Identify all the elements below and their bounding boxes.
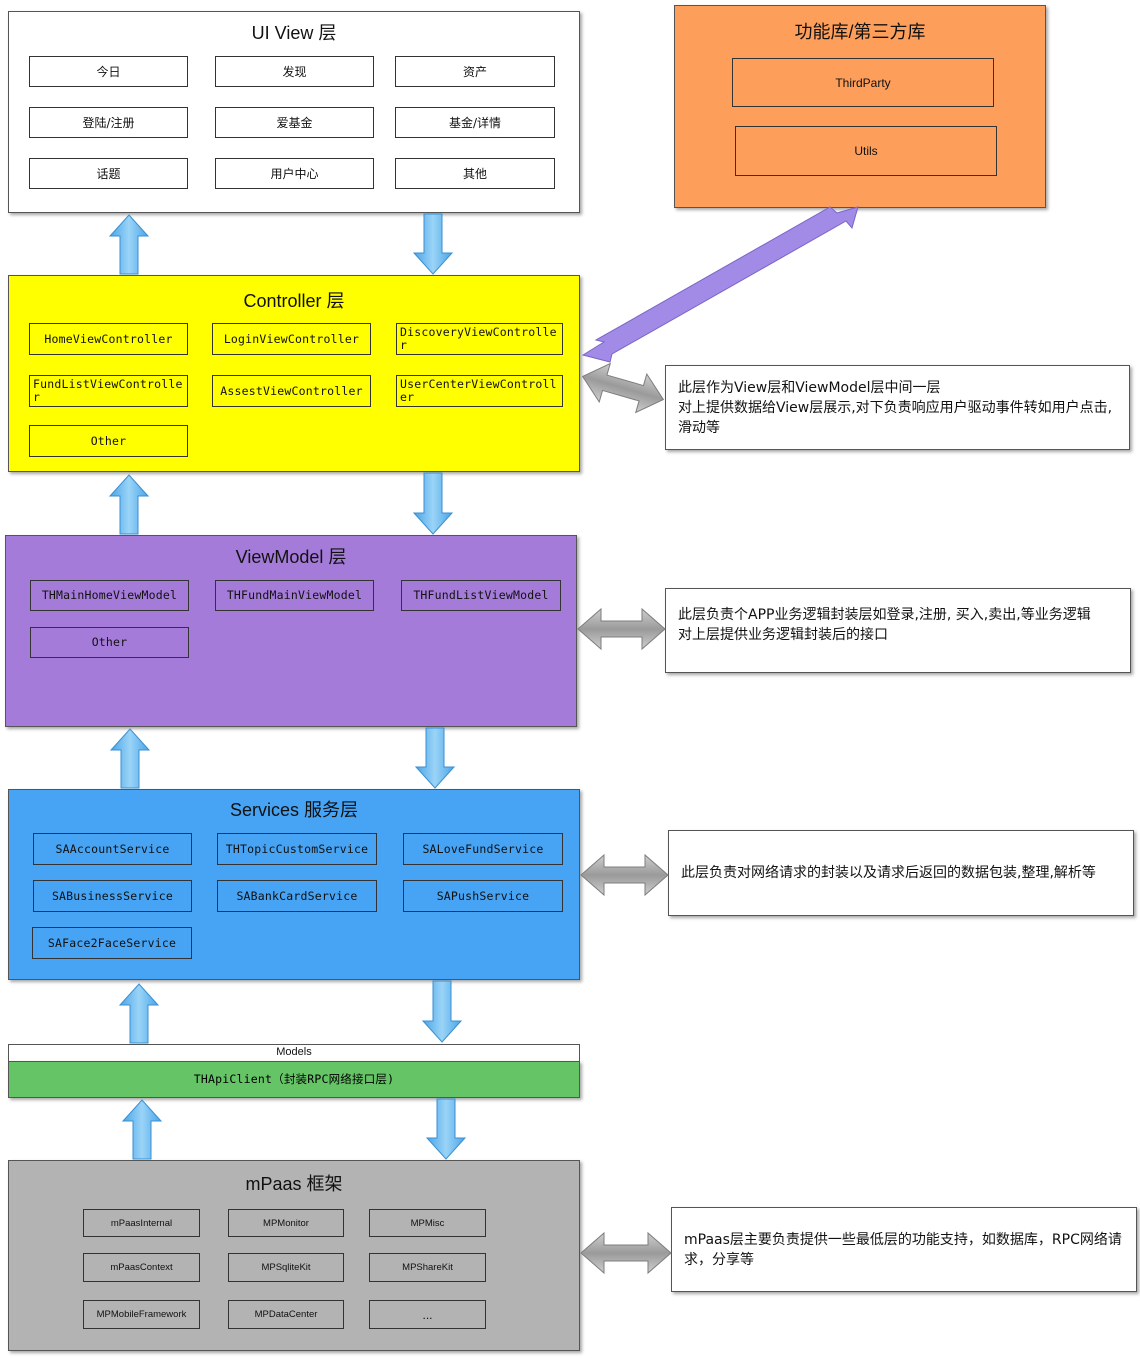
controller-layer: Controller 层 (8, 275, 580, 472)
models-bar: Models (8, 1044, 580, 1061)
services-item: SABankCardService (217, 880, 377, 912)
ui-view-title: UI View 层 (251, 23, 337, 43)
services-item: THTopicCustomService (217, 833, 377, 865)
mpaas-item: MPSqliteKit (228, 1253, 344, 1282)
double-arrow-icon (581, 362, 665, 414)
services-note-text: 此层负责对网络请求的封装以及请求后返回的数据包装,整理,解析等 (681, 865, 1096, 881)
ui-view-item: 用户中心 (215, 158, 374, 189)
services-item: SABusinessService (33, 880, 192, 912)
ui-view-item: 发现 (215, 56, 374, 87)
up-arrow-icon (118, 983, 160, 1044)
up-arrow-icon (108, 474, 150, 535)
ui-view-item: 资产 (395, 56, 555, 87)
ui-view-item: 话题 (29, 158, 188, 189)
mpaas-item: MPDataCenter (228, 1300, 344, 1329)
services-item: SAAccountService (33, 833, 192, 865)
up-arrow-icon (121, 1099, 163, 1160)
ui-view-item: 登陆/注册 (29, 107, 188, 138)
viewmodel-item: THFundMainViewModel (215, 580, 374, 611)
controller-item: UserCenterViewController (396, 375, 563, 407)
double-arrow-icon (580, 853, 669, 897)
up-arrow-icon (109, 728, 151, 789)
mpaas-item: MPMonitor (228, 1209, 344, 1237)
mpaas-item: MPMisc (369, 1209, 486, 1237)
viewmodel-note: 此层负责个APP业务逻辑封装层如登录,注册, 买入,卖出,等业务逻辑 对上层提供… (665, 588, 1131, 673)
controller-note-text: 此层作为View层和ViewModel层中间一层 对上提供数据给View层展示,… (678, 379, 1113, 436)
viewmodel-item: THMainHomeViewModel (30, 580, 189, 611)
controller-item: DiscoveryViewController (396, 323, 563, 355)
mpaas-layer: mPaas 框架 (8, 1160, 580, 1351)
viewmodel-layer: ViewModel 层 (5, 535, 577, 727)
mpaas-note-text: mPaas层主要负责提供一些最低层的功能支持，如数据库，RPC网络请求，分享等 (684, 1231, 1122, 1268)
ui-view-item: 今日 (29, 56, 188, 87)
ui-view-item: 基金/详情 (395, 107, 555, 138)
mpaas-item: MPShareKit (369, 1253, 486, 1282)
services-item: SALoveFundService (403, 833, 563, 865)
controller-item: HomeViewController (29, 323, 188, 355)
mpaas-note: mPaas层主要负责提供一些最低层的功能支持，如数据库，RPC网络请求，分享等 (671, 1207, 1137, 1292)
services-note: 此层负责对网络请求的封装以及请求后返回的数据包装,整理,解析等 (668, 830, 1134, 916)
apiclient-label: THApiClient（封装RPC网络接口层) (193, 1072, 395, 1086)
viewmodel-title: ViewModel 层 (235, 547, 347, 567)
viewmodel-item: Other (30, 627, 189, 658)
ui-view-item: 其他 (395, 158, 555, 189)
services-item: SAPushService (403, 880, 563, 912)
down-arrow-icon (421, 980, 463, 1043)
mpaas-item: mPaasInternal (83, 1209, 200, 1237)
controller-item: LoginViewController (212, 323, 371, 355)
viewmodel-note-text: 此层负责个APP业务逻辑封装层如登录,注册, 买入,卖出,等业务逻辑 对上层提供… (678, 607, 1091, 643)
controller-item: AssestViewController (212, 375, 371, 407)
down-arrow-icon (412, 213, 454, 275)
down-arrow-icon (414, 727, 456, 789)
mpaas-item: MPMobileFramework (83, 1300, 200, 1329)
third-party-title: 功能库/第三方库 (794, 22, 926, 42)
mpaas-title: mPaas 框架 (245, 1174, 343, 1194)
purple-double-arrow-icon (581, 206, 859, 363)
third-party-item: ThirdParty (732, 58, 994, 107)
apiclient-bar: THApiClient（封装RPC网络接口层) (8, 1061, 580, 1098)
services-layer: Services 服务层 (8, 789, 580, 980)
double-arrow-icon (580, 1231, 672, 1275)
ui-view-item: 爱基金 (215, 107, 374, 138)
double-arrow-icon (577, 607, 666, 651)
down-arrow-icon (412, 472, 454, 535)
services-title: Services 服务层 (229, 800, 359, 820)
mpaas-item: mPaasContext (83, 1253, 200, 1282)
viewmodel-item: THFundListViewModel (401, 580, 561, 611)
mpaas-item: ... (369, 1300, 486, 1329)
models-label: Models (276, 1046, 312, 1058)
controller-title: Controller 层 (243, 291, 345, 311)
controller-note: 此层作为View层和ViewModel层中间一层 对上提供数据给View层展示,… (665, 365, 1130, 450)
controller-item: Other (29, 425, 188, 457)
controller-item: FundListViewController (29, 375, 188, 407)
services-item: SAFace2FaceService (32, 927, 192, 959)
down-arrow-icon (425, 1098, 467, 1160)
up-arrow-icon (108, 214, 150, 275)
third-party-item: Utils (735, 126, 997, 176)
